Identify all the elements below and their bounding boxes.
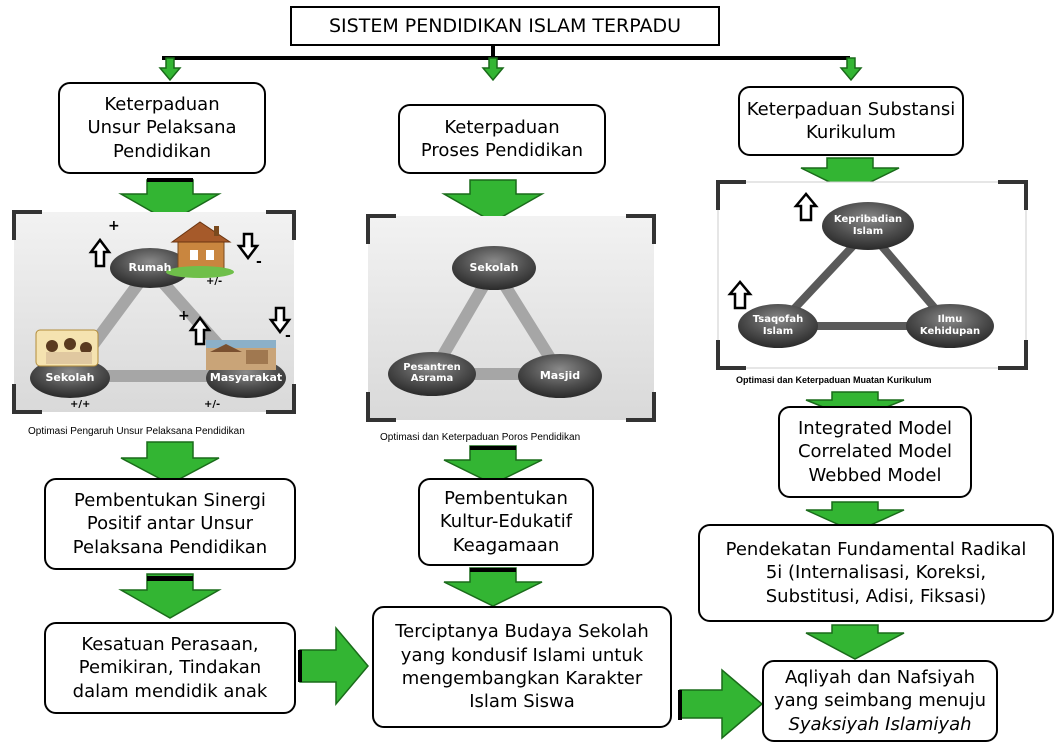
node-line: Pesantren [403, 362, 461, 373]
box-line: Keagamaan [452, 534, 560, 556]
box-line: 5i (Internalisasi, Koreksi, [765, 562, 987, 584]
box-line: Kultur-Edukatif [439, 511, 573, 533]
caption-poros: Optimasi dan Keterpaduan Poros Pendidika… [380, 432, 581, 443]
header-box-substansi: Keterpaduan Substansi Kurikulum [738, 86, 964, 156]
pm-mark: +/- [206, 276, 223, 287]
header-box-proses: Keterpaduan Proses Pendidikan [398, 104, 606, 174]
panel-unsur [12, 210, 296, 414]
panel-poros [366, 214, 656, 422]
node-pesantren-asrama: Pesantren Asrama [392, 362, 472, 384]
down-arrow [158, 57, 863, 82]
header-line: Unsur Pelaksana [87, 117, 237, 139]
box-model: Integrated Model Correlated Model Webbed… [778, 406, 972, 498]
box-sinergi: Pembentukan Sinergi Positif antar Unsur … [44, 478, 296, 570]
node-line: Kehidupan [919, 326, 981, 337]
box-line: Substitusi, Adisi, Fiksasi) [765, 585, 987, 607]
village-icon [206, 340, 276, 370]
box-line: Islam Siswa [469, 691, 575, 713]
up-arrow-icon [88, 237, 112, 268]
plus-mark: + [178, 308, 190, 324]
node-rumah: Rumah [128, 261, 172, 274]
box-line: Syaksiyah Islamiyah [788, 713, 972, 735]
pp-mark: +/+ [70, 399, 91, 410]
box-kesatuan: Kesatuan Perasaan, Pemikiran, Tindakan d… [44, 622, 296, 714]
pm-mark: +/- [204, 399, 221, 410]
node-masjid: Masjid [539, 369, 581, 382]
header-line: Proses Pendidikan [420, 140, 584, 161]
node-line: Tsaqofah [752, 314, 804, 325]
box-line: yang seimbang menuju [773, 690, 987, 712]
minus-mark: - [285, 328, 291, 344]
caption-kurikulum: Optimasi dan Keterpaduan Muatan Kurikulu… [736, 375, 932, 385]
box-pendekatan: Pendekatan Fundamental Radikal 5i (Inter… [698, 524, 1054, 622]
header-line: Keterpaduan [104, 93, 220, 115]
box-aqliyah: Aqliyah dan Nafsiyah yang seimbang menuj… [762, 660, 998, 742]
box-line: Aqliyah dan Nafsiyah [784, 666, 976, 688]
header-box-unsur: Keterpaduan Unsur Pelaksana Pendidikan [58, 82, 266, 174]
header-line: Pendidikan [112, 140, 212, 162]
box-line: yang kondusif Islami untuk [400, 644, 644, 666]
box-line: Webbed Model [808, 464, 942, 486]
box-line: Pendekatan Fundamental Radikal [725, 538, 1027, 560]
house-icon [166, 221, 234, 278]
box-line: Positif antar Unsur [86, 513, 254, 535]
header-line: Kurikulum [806, 122, 896, 143]
box-line: mengembangkan Karakter [401, 668, 643, 689]
plus-mark: + [108, 218, 120, 234]
box-line: Terciptanya Budaya Sekolah [395, 621, 649, 643]
up-arrow-icon [793, 192, 819, 222]
box-line: Pemikiran, Tindakan [78, 657, 262, 679]
diagram-title: SISTEM PENDIDIKAN ISLAM TERPADU [290, 6, 720, 46]
node-line: Asrama [410, 373, 454, 384]
node-masyarakat: Masyarakat [209, 371, 283, 384]
box-line: Integrated Model [797, 417, 953, 439]
box-line: Kesatuan Perasaan, [81, 633, 259, 655]
minus-mark: - [256, 254, 262, 270]
up-arrow-icon [727, 280, 753, 310]
node-line: Kepribadian [833, 214, 903, 225]
box-line: Pembentukan [444, 487, 568, 509]
node-tsaqofah: Tsaqofah Islam [738, 314, 818, 338]
up-arrow-icon [188, 315, 212, 346]
header-line: Keterpaduan Substansi [746, 98, 956, 120]
box-budaya: Terciptanya Budaya Sekolah yang kondusif… [372, 606, 672, 728]
box-line: Correlated Model [797, 441, 953, 463]
caption-unsur: Optimasi Pengaruh Unsur Pelaksana Pendid… [28, 426, 245, 437]
school-people-icon [35, 329, 99, 367]
down-arrow-icon [236, 232, 260, 261]
box-kultur: Pembentukan Kultur-Edukatif Keagamaan [418, 478, 594, 566]
box-line: dalam mendidik anak [72, 680, 268, 702]
right-arrow [299, 625, 764, 740]
node-line: Islam [852, 226, 884, 237]
box-line: Pelaksana Pendidikan [72, 536, 268, 558]
node-ilmu: Ilmu Kehidupan [906, 314, 994, 338]
down-arrow [118, 157, 905, 660]
node-line: Islam [762, 326, 794, 337]
node-sekolah: Sekolah [469, 261, 519, 274]
node-kepribadian: Kepribadian Islam [824, 214, 912, 238]
header-line: Keterpaduan [444, 116, 560, 138]
box-line: Pembentukan Sinergi [74, 489, 266, 511]
down-arrow-icon [268, 306, 292, 335]
node-sekolah: Sekolah [45, 371, 95, 384]
node-line: Ilmu [937, 314, 963, 325]
panel-kurikulum [716, 180, 1028, 370]
